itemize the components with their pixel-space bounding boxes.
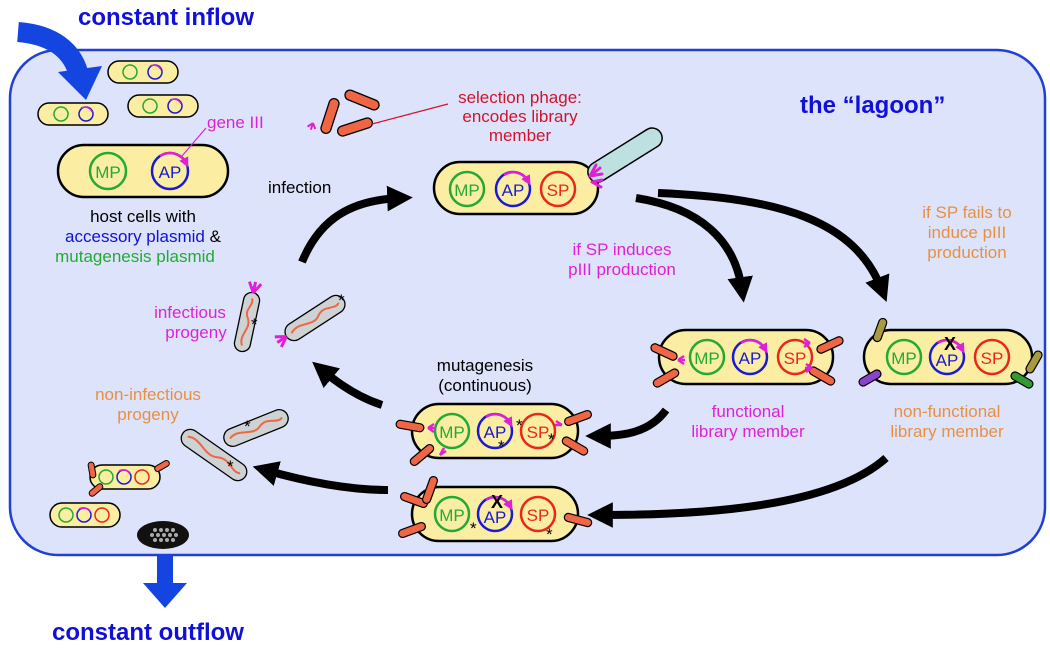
nonfunctional-arrow	[587, 455, 889, 528]
selection-phage	[307, 97, 340, 135]
induces-line1: if SP induces	[573, 240, 672, 259]
fails-line1: if SP fails to	[922, 203, 1011, 222]
filter-icon	[137, 521, 189, 549]
selection-phage-line3: member	[489, 126, 552, 145]
functional-arrow	[585, 407, 670, 449]
outflow-arrow	[143, 555, 187, 608]
mutation-mark: *	[338, 291, 345, 310]
sp-label: SP	[527, 506, 550, 525]
mutation-mark: *	[227, 457, 234, 476]
nonfunctional-line2: library member	[890, 422, 1004, 441]
sp-label: SP	[527, 423, 550, 442]
sp-label: SP	[981, 349, 1004, 368]
selection-phage	[336, 117, 374, 137]
outflow-label: constant outflow	[52, 619, 244, 646]
sp-label: SP	[547, 181, 570, 200]
mutagenized-functional-cell	[395, 402, 592, 467]
mutagenized-nonfunctional-cell	[398, 476, 593, 543]
infectious-line1: infectious	[154, 303, 226, 322]
selection-phage-pointer	[371, 103, 449, 125]
infectious-line2: progeny	[165, 323, 227, 342]
attaching-phage	[587, 127, 663, 189]
inflow-label: constant inflow	[78, 4, 254, 31]
mp-label: MP	[439, 423, 465, 442]
mutation-mark: *	[498, 437, 505, 456]
fails-line2: induce pIII	[928, 223, 1006, 242]
ap-label: AP	[484, 508, 507, 527]
mp-label: MP	[454, 181, 480, 200]
host-caption-line3: mutagenesis plasmid	[55, 247, 215, 266]
infectious-progeny-arrow	[312, 361, 384, 409]
mutagenesis-line2: (continuous)	[438, 376, 532, 395]
mutation-mark: *	[546, 525, 553, 544]
host-caption-line2: accessory plasmid &	[65, 227, 222, 246]
infected-cell	[432, 160, 600, 216]
noninfectious-line1: non-infectious	[95, 385, 201, 404]
nonfunctional-line1: non-functional	[894, 402, 1001, 421]
functional-line1: functional	[712, 402, 785, 421]
mp-label: MP	[891, 349, 917, 368]
small-host-cell	[37, 102, 109, 126]
ap-label: AP	[739, 349, 762, 368]
gene-iii-pointer	[181, 127, 207, 157]
lagoon-title: the “lagoon”	[800, 92, 945, 119]
mutagenesis-line1: mutagenesis	[437, 356, 533, 375]
noninfectious-progeny-arrow	[252, 461, 389, 494]
infection-arrow	[298, 185, 413, 264]
knockout-mark: X	[491, 492, 503, 512]
nonfunctional-cell	[858, 317, 1043, 389]
mp-label: MP	[439, 506, 465, 525]
ap-label: AP	[484, 423, 507, 442]
infection-label: infection	[268, 178, 331, 197]
functional-line2: library member	[691, 422, 805, 441]
small-infected-cell	[87, 460, 170, 497]
ap-label: AP	[502, 181, 525, 200]
ap-label: AP	[159, 163, 182, 182]
selection-phage-line2: encodes library	[462, 107, 578, 126]
noninfectious-progeny	[180, 408, 289, 482]
small-host-cell	[107, 60, 179, 84]
selection-phage	[344, 89, 380, 111]
functional-cell	[650, 328, 844, 388]
ap-label: AP	[936, 351, 959, 370]
induces-line2: pIII production	[568, 260, 676, 279]
infectious-progeny	[233, 281, 346, 353]
knockout-mark: X	[944, 334, 956, 354]
mutation-mark: *	[251, 315, 258, 334]
sp-label: SP	[784, 349, 807, 368]
gene-iii-label: gene III	[207, 113, 264, 132]
mutation-mark: *	[548, 430, 555, 449]
inflow-arrow	[16, 22, 102, 100]
mp-label: MP	[95, 163, 121, 182]
noninfectious-line2: progeny	[117, 405, 179, 424]
selection-phage-line1: selection phage:	[458, 88, 582, 107]
fails-line3: production	[927, 243, 1006, 262]
mp-label: MP	[694, 349, 720, 368]
host-cell	[56, 143, 230, 199]
mutation-mark: *	[244, 417, 251, 436]
small-host-cell	[127, 94, 199, 118]
host-caption-line1: host cells with	[90, 207, 196, 226]
small-infected-cell	[49, 502, 121, 528]
induces-arrow	[635, 194, 753, 303]
mutation-mark: *	[516, 416, 523, 435]
mutation-mark: *	[470, 519, 477, 538]
fails-arrow	[657, 189, 890, 302]
